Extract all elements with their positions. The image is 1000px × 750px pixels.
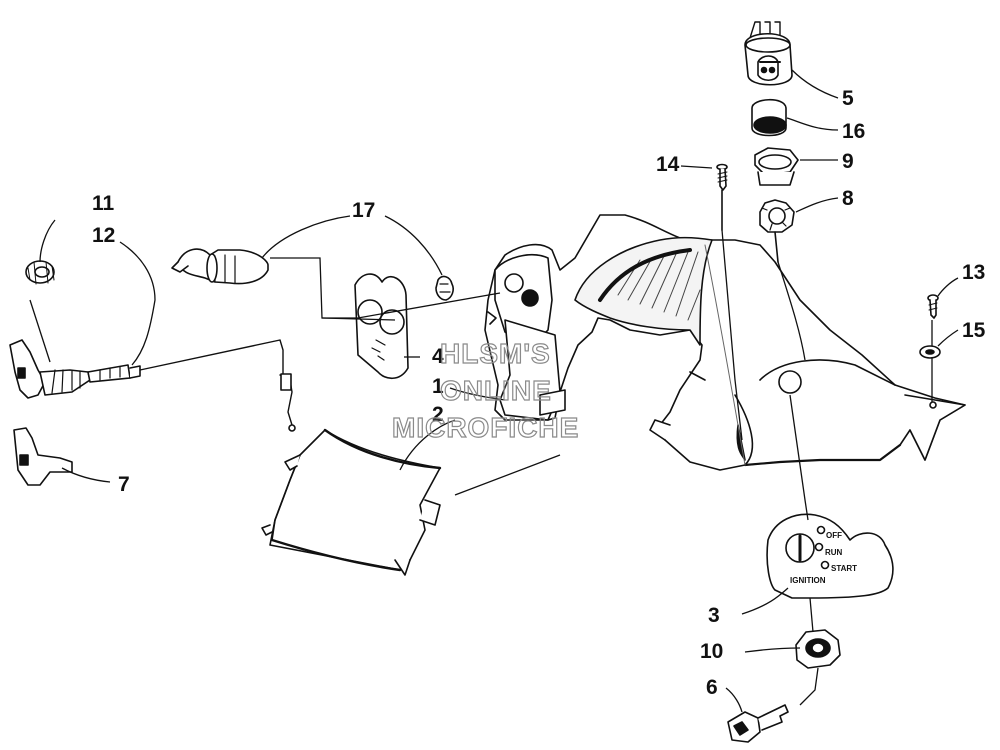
screw-14 <box>716 163 728 231</box>
leader-lines <box>29 69 959 713</box>
outlet-socket <box>171 248 269 285</box>
callout-7: 7 <box>118 473 130 496</box>
switch-axis-line <box>774 231 779 263</box>
callout-5: 5 <box>842 87 854 110</box>
outlet-plate <box>354 273 409 380</box>
callout-12: 12 <box>92 224 116 247</box>
callout-15: 15 <box>962 319 986 342</box>
ignition-run-label: RUN <box>825 548 843 557</box>
watermark-line-1: HLSM'S <box>439 338 551 369</box>
lower-cover-panel <box>261 428 442 576</box>
lever-part <box>13 427 73 486</box>
callout-10: 10 <box>700 640 724 663</box>
ignition-start-label: START <box>831 564 858 573</box>
callout-16: 16 <box>842 120 866 143</box>
ignition-label: IGNITION <box>790 576 826 585</box>
ignition-key <box>727 704 789 743</box>
watermark-line-3: MICROFICHE <box>391 412 580 443</box>
callout-8: 8 <box>842 187 854 210</box>
callout-9: 9 <box>842 150 854 173</box>
ignition-off-label: OFF <box>826 531 842 540</box>
callout-13: 13 <box>962 261 986 284</box>
lock-washer-8 <box>759 199 795 233</box>
callout-6: 6 <box>706 676 718 699</box>
watermark-line-2: ONLINE <box>439 375 552 406</box>
ignition-plate <box>766 513 894 599</box>
console-housing <box>484 214 966 471</box>
hex-nut-10 <box>795 629 841 669</box>
callout-14: 14 <box>656 153 680 176</box>
hex-nut-9 <box>754 147 799 186</box>
screw-13 <box>927 294 939 319</box>
callout-17: 17 <box>352 199 376 222</box>
washer-15 <box>919 345 941 359</box>
callout-2: 2 <box>432 403 444 426</box>
snap-ring <box>435 275 454 301</box>
ignition-switch <box>744 21 793 86</box>
callout-1: 1 <box>432 375 444 398</box>
switch-boot <box>751 98 787 137</box>
callout-3: 3 <box>708 604 720 627</box>
callout-4: 4 <box>432 345 444 368</box>
callout-11: 11 <box>92 192 115 215</box>
throttle-cable-assembly <box>9 260 296 432</box>
